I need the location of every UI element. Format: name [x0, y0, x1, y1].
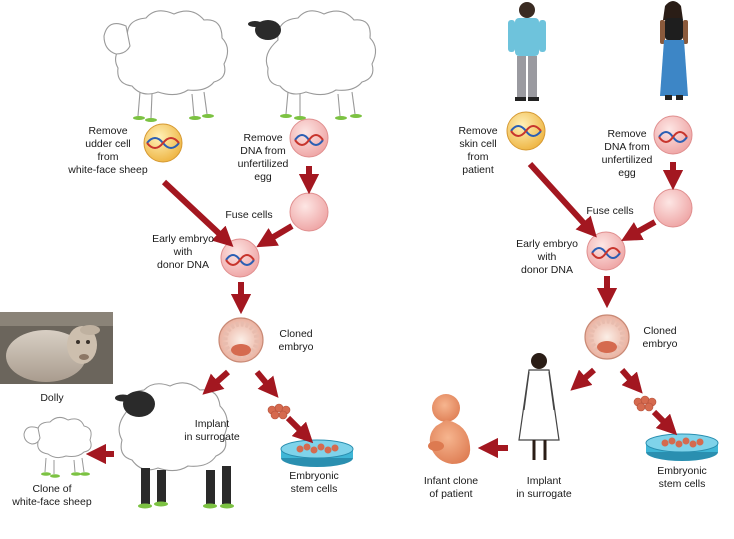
implant-label: Implant in surrogate: [516, 475, 572, 500]
arrow-fuse: [256, 223, 294, 248]
surrogate-woman-icon: [518, 353, 560, 460]
remove-skin-label: Remove skin cell from patient: [458, 125, 498, 176]
black-face-sheep-icon: [248, 10, 377, 117]
petri-dish-icon: [645, 433, 719, 461]
clone-sheep-icon: [23, 416, 92, 474]
stem-cells-label: Embryonic stem cells: [289, 470, 339, 495]
skin-cell-icon: [506, 111, 546, 151]
patient-man-icon: [508, 2, 546, 101]
cloned-embryo-icon: [218, 317, 264, 363]
surrogate-sheep-icon: [115, 382, 231, 504]
white-face-sheep-icon: [103, 10, 229, 119]
remove-dna-label: Remove DNA from unfertilized egg: [601, 128, 653, 179]
fuse-cells-label: Fuse cells: [586, 205, 634, 217]
grass-icon: [280, 114, 362, 120]
remove-dna-label: Remove DNA from unfertilized egg: [237, 132, 289, 183]
remove-udder-label: Remove udder cell from white-face sheep: [68, 125, 148, 176]
enucleated-egg-icon: [289, 192, 329, 232]
fuse-cells-label: Fuse cells: [225, 209, 273, 221]
infant-clone-label: Infant clone of patient: [423, 475, 479, 500]
early-embryo-label: Early embryo with donor DNA: [516, 238, 578, 276]
arrow-skin-to-embryo: [527, 161, 597, 238]
right-flow-arrows: [477, 161, 684, 459]
arrow-to-dish: [285, 415, 314, 444]
udder-cell-icon: [143, 123, 183, 163]
arrow-to-clump: [619, 368, 643, 394]
dolly-photo: [0, 312, 113, 384]
cell-clump-icon: [267, 403, 291, 420]
arrow-to-dish: [651, 409, 678, 436]
clone-label: Clone of white-face sheep: [12, 483, 92, 508]
early-embryo-label: Early embryo with donor DNA: [152, 233, 214, 271]
egg-cell-with-dna-icon: [289, 118, 329, 158]
implant-label: Implant in surrogate: [184, 418, 240, 443]
early-embryo-icon: [586, 231, 626, 271]
arrow-to-implant: [570, 367, 596, 391]
egg-cell-with-dna-icon: [653, 115, 693, 155]
arrow-to-implant: [202, 369, 230, 395]
grass-icon: [41, 472, 90, 478]
arrow-udder-to-embryo: [161, 179, 234, 247]
enucleated-egg-icon: [653, 188, 693, 228]
infant-icon: [428, 394, 471, 464]
left-flow-arrows: [85, 166, 320, 465]
patient-woman-icon: [660, 1, 688, 100]
petri-dish-icon: [280, 439, 354, 467]
arrow-to-clump: [254, 370, 279, 398]
grass-icon: [138, 501, 234, 509]
dolly-label: Dolly: [40, 392, 64, 404]
arrow-fuse: [621, 219, 657, 241]
cloned-embryo-label: Cloned embryo: [642, 325, 678, 350]
early-embryo-icon: [220, 238, 260, 278]
cloned-embryo-label: Cloned embryo: [278, 328, 314, 353]
stem-cells-label: Embryonic stem cells: [657, 465, 707, 490]
cell-clump-icon: [633, 395, 657, 412]
grass-icon: [133, 114, 214, 122]
cloned-embryo-icon: [584, 314, 630, 360]
